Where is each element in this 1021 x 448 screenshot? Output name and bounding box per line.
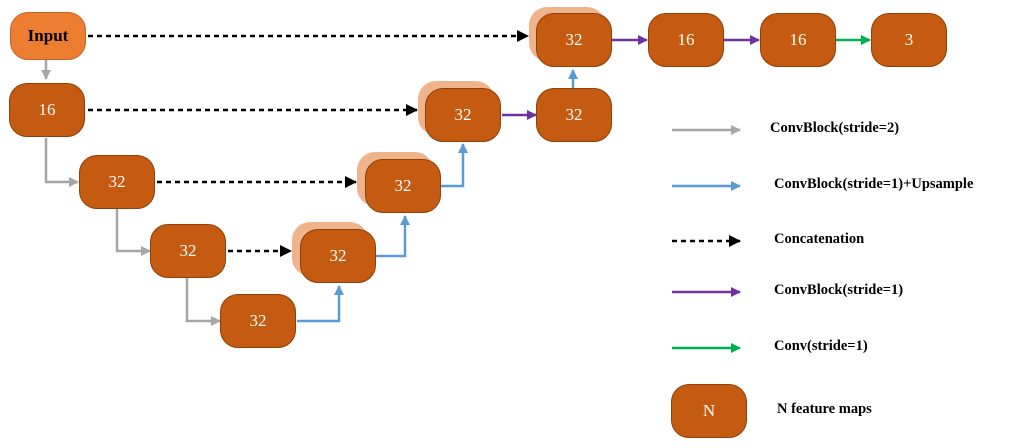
node-value: 32 xyxy=(249,311,267,330)
arrow-16-to-32a xyxy=(44,138,79,187)
node-value: 3 xyxy=(904,30,914,49)
encoder-node-32-bottleneck: 32 xyxy=(220,294,296,348)
input-label: Input xyxy=(27,26,69,45)
legend-label-conv-stride1: Conv(stride=1) xyxy=(774,338,868,354)
legend-label-convblock-upsample: ConvBlock(stride=1)+Upsample xyxy=(774,176,974,192)
node-value: 32 xyxy=(179,241,197,260)
legend-label-convblock-stride2: ConvBlock(stride=2) xyxy=(770,120,900,136)
decoder-node-16-a: 16 xyxy=(648,13,724,67)
output-node-3: 3 xyxy=(871,13,947,67)
node-value: 16 xyxy=(677,30,695,49)
encoder-node-16: 16 xyxy=(9,83,85,137)
node-value: 16 xyxy=(38,100,56,119)
node-value: 32 xyxy=(565,30,583,49)
node-value: 16 xyxy=(789,30,807,49)
node-value: 32 xyxy=(394,176,412,195)
legend-label-concatenation: Concatenation xyxy=(774,231,865,247)
legend-node-symbol: N xyxy=(671,384,747,438)
arrow-32a-to-32b xyxy=(115,208,151,256)
legend-node-symbol-text: N xyxy=(702,401,716,420)
input-node: Input xyxy=(10,12,86,60)
node-value: 32 xyxy=(565,105,583,124)
decoder-node-32-level2: 32 xyxy=(365,159,441,213)
node-value: 32 xyxy=(108,172,126,191)
node-value: 32 xyxy=(454,105,472,124)
legend-label-feature-maps: N feature maps xyxy=(777,401,872,417)
arrow-up-32c-to-d3 xyxy=(297,285,344,323)
decoder-node-16-b: 16 xyxy=(760,13,836,67)
arrow-up-d2-to-d1 xyxy=(440,143,468,188)
encoder-node-32-level2: 32 xyxy=(79,155,155,209)
arrow-32b-to-32c xyxy=(185,278,221,326)
legend-label-convblock-stride1: ConvBlock(stride=1) xyxy=(774,282,904,298)
decoder-node-32-level1: 32 xyxy=(536,88,612,142)
encoder-node-32-level3: 32 xyxy=(150,224,226,278)
arrow-up-d3-to-d2 xyxy=(376,215,410,258)
decoder-node-32-top-concat: 32 xyxy=(536,13,612,67)
node-value: 32 xyxy=(329,246,347,265)
decoder-node-32-level3: 32 xyxy=(300,229,376,283)
decoder-node-32-level1-concat: 32 xyxy=(425,88,501,142)
